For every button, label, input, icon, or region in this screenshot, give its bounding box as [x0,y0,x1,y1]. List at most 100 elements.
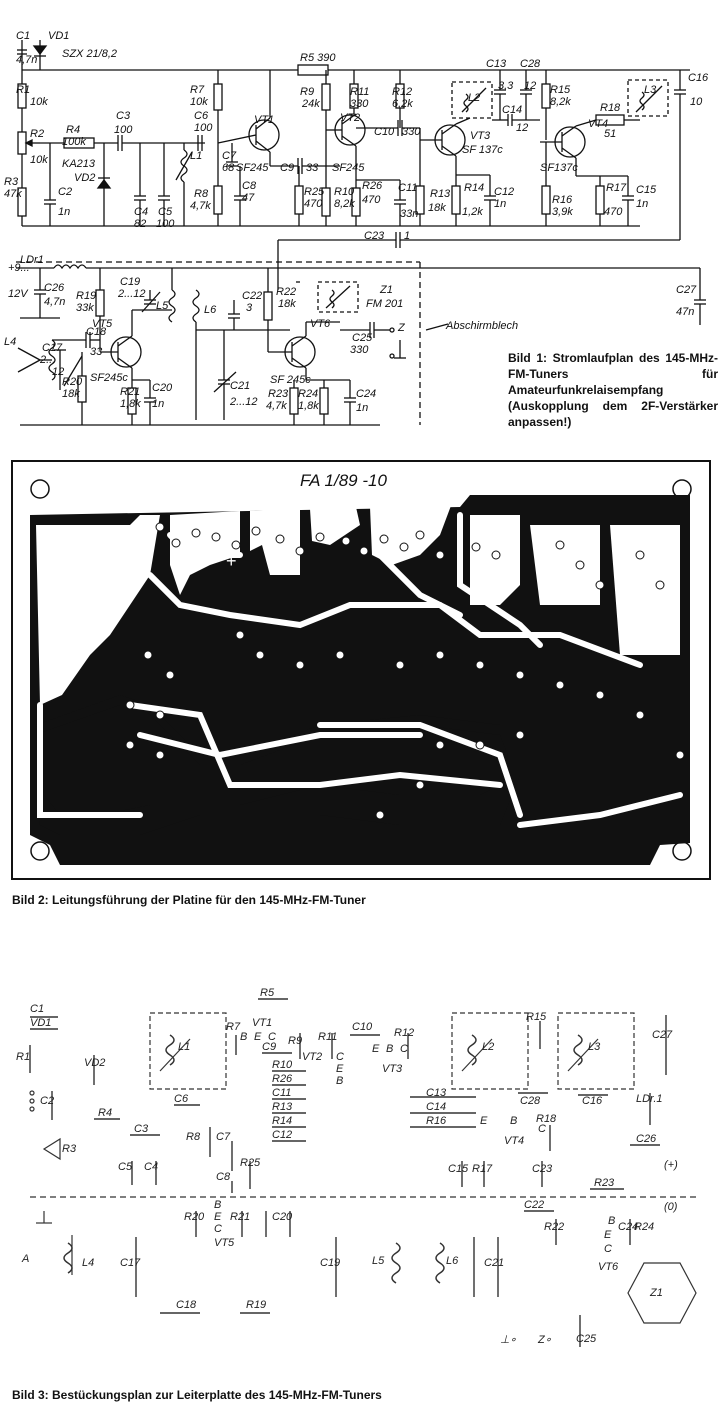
schematic-label-l3: L3 [644,84,657,96]
schematic-label-c11v: 33n [400,208,419,220]
assembly-label-a-r21: R21 [230,1211,251,1223]
assembly-label-a-r8: R8 [186,1131,201,1143]
assembly-label-a-z1: Z1 [650,1287,663,1299]
schematic-label-r21v: 1,8k [120,398,141,410]
assembly-label-a-c6: C6 [174,1093,189,1105]
assembly-label-a-c1: C1 [30,1003,45,1015]
schematic-label-c8v: 47 [242,192,255,204]
schematic-label-c7v: 68 [222,162,235,174]
schematic-label-c1v: 4,7n [16,54,38,66]
schematic-label-c19v: 2...12 [118,288,146,300]
schematic-label-r20: R20 [62,376,83,388]
schematic-label-c27: C27 [676,284,697,296]
schematic-label-c26: C26 [44,282,65,294]
assembly-label-a-zo: Z∘ [538,1334,552,1346]
assembly-label-a-c17: C17 [120,1257,141,1269]
schematic-label-vt2: VT2 [340,112,361,124]
assembly-label-a-r12: R12 [394,1027,415,1039]
schematic-label-r18v: 51 [604,128,617,140]
assembly-label-a-r26: R26 [272,1073,293,1085]
assembly-label-a-e3: E [372,1043,380,1055]
assembly-label-a-r10: R10 [272,1059,293,1071]
schematic-label-c14v: 12 [516,122,529,134]
schematic-caption-text: Stromlaufplan des 145-MHz-FM-Tuners für … [508,351,718,429]
schematic-label-sf245a: SF245 [236,162,269,174]
assembly-label-a-l5: L5 [372,1255,385,1267]
schematic-label-r19: R19 [76,290,97,302]
assembly-label-a-b3: B [386,1043,394,1055]
schematic-label-c18: C18 [86,326,107,338]
schematic-label-ka: KA213 [62,158,96,170]
schematic-label-sf245b: SF245 [332,162,365,174]
assembly-label-a-b1: B [240,1031,248,1043]
schematic-label-c12: C12 [494,186,515,198]
schematic-label-r13v: 18k [428,202,446,214]
assembly-label-a-r16: R16 [426,1115,447,1127]
assembly-label-a-e2: E [336,1063,344,1075]
assembly-label-a-c9: C9 [262,1041,277,1053]
assembly-label-a-cc1: C [268,1031,276,1043]
assembly-label-a-c18: C18 [176,1299,197,1311]
schematic-label-c5: C5 [158,206,173,218]
assembly-label-a-r14: R14 [272,1115,293,1127]
schematic-label-c5v: 100 [156,218,175,230]
schematic-label-c10v: 330 [402,126,421,138]
schematic-label-r4v: 100k [62,136,86,148]
schematic-label-r26v: 470 [362,194,381,206]
schematic-label-r10v: 8,2k [334,198,355,210]
schematic-label-r26: R26 [362,180,383,192]
assembly-label-a-e4: E [480,1115,488,1127]
schematic-label-c16v: 10 [690,96,703,108]
schematic-label-sf245c1: SF245c [90,372,128,384]
schematic-label-c15v: 1n [636,198,649,210]
assembly-label-a-l4: L4 [82,1257,95,1269]
schematic-label-r24: R24 [298,388,319,400]
schematic-label-r4: R4 [66,124,81,136]
assembly-label-a-vd1: VD1 [30,1017,52,1029]
schematic-label-r16v: 3,9k [552,206,573,218]
schematic-label-c7: C7 [222,150,237,162]
schematic-label-c26v: 4,7n [44,296,66,308]
schematic-label-c23: C23 [364,230,385,242]
assembly-label-a-l2: L2 [482,1041,495,1053]
schematic-label-r21: R21 [120,386,141,398]
assembly-label-a-c14: C14 [426,1101,447,1113]
assembly-label-a-gnd: ⊥∘ [500,1334,517,1346]
schematic-label-c3v: 100 [114,124,133,136]
schematic-label-c19: C19 [120,276,141,288]
schematic-label-fm201: FM 201 [366,298,404,310]
assembly-label-a-r17: R17 [472,1163,493,1175]
assembly-label-a-r9: R9 [288,1035,303,1047]
assembly-label-a-l6: L6 [446,1255,459,1267]
schematic-label-c23v: 1 [404,230,411,242]
schematic-label-v12: 12V [8,288,28,300]
schematic-label-c6v: 100 [194,122,213,134]
assembly-label-a-c22: C22 [524,1199,545,1211]
assembly-label-a-c7: C7 [216,1131,231,1143]
assembly-label-a-r3: R3 [62,1143,77,1155]
schematic-label-c28: C28 [520,58,541,70]
assembly-label-a-b2: B [336,1075,344,1087]
assembly-label-a-r13: R13 [272,1101,293,1113]
schematic-label-c10: C10 [374,126,395,138]
schematic-label-r23: R23 [268,388,289,400]
assembly-label-a-l3: L3 [588,1041,601,1053]
schematic-label-c27v: 47n [676,306,695,318]
assembly-label-a-e5: E [214,1211,222,1223]
assembly-label-a-c24: C24 [618,1221,639,1233]
schematic-wiring [16,40,706,426]
schematic-label-c1: C1 [16,30,31,42]
schematic-label-r7v: 10k [190,96,208,108]
schematic-label-r5: R5 390 [300,52,336,64]
schematic-label-r12v: 6,2k [392,98,413,110]
schematic-label-c24v: 1n [356,402,369,414]
schematic-label-ldr: LDr1 [20,254,44,266]
schematic-label-c20v: 1n [152,398,165,410]
schematic-label-z: Z [398,322,405,334]
assembly-label-a-c11: C11 [272,1087,292,1099]
schematic-label-c28v: 12 [524,80,537,92]
schematic-label-sf245c2: SF 245c [270,374,311,386]
schematic-label-c3: C3 [116,110,131,122]
